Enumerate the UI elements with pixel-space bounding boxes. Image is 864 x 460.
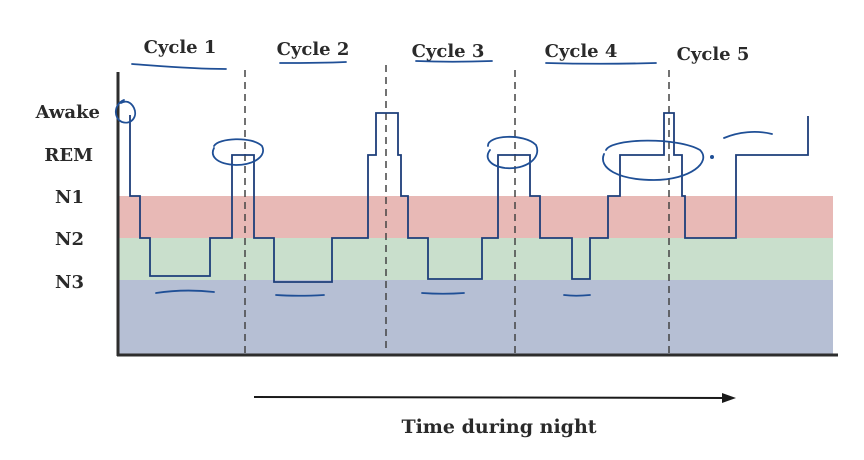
time-arrow-head bbox=[722, 393, 736, 403]
ink-circle-rem-3 bbox=[486, 135, 539, 170]
cycle-label-2: Cycle 2 bbox=[277, 39, 350, 60]
stage-label-awake: Awake bbox=[35, 102, 100, 123]
ink-circle-rem-4 bbox=[602, 139, 705, 181]
ink-dash-n3-2 bbox=[275, 294, 325, 297]
stage-label-n2: N2 bbox=[55, 229, 84, 250]
time-arrow-line bbox=[253, 396, 727, 399]
n1-band bbox=[118, 196, 833, 238]
ink-mark-rem-5 bbox=[723, 131, 773, 139]
stage-label-rem: REM bbox=[44, 145, 93, 166]
stage-label-n3: N3 bbox=[55, 272, 84, 293]
ink-underline-cycle-3 bbox=[415, 60, 493, 63]
n2-band bbox=[118, 238, 833, 280]
cycle-label-5: Cycle 5 bbox=[677, 44, 750, 65]
ink-underline-cycle-4 bbox=[545, 62, 657, 65]
ink-underline-cycle-2 bbox=[279, 61, 347, 64]
cycle-label-3: Cycle 3 bbox=[412, 41, 485, 62]
ink-circle-awake bbox=[114, 99, 136, 124]
cycle-label-4: Cycle 4 bbox=[545, 41, 618, 62]
x-axis-label: Time during night bbox=[401, 416, 596, 438]
ink-annotations bbox=[114, 60, 773, 297]
n3-band bbox=[118, 280, 833, 355]
cycle-label-1: Cycle 1 bbox=[144, 37, 217, 58]
sleep-stage-trace bbox=[129, 112, 809, 283]
stage-label-n1: N1 bbox=[55, 187, 84, 208]
ink-dash-n3-1 bbox=[155, 289, 215, 294]
ink-underline-cycle-1 bbox=[131, 63, 227, 70]
ink-dash-n3-3 bbox=[421, 292, 465, 295]
ink-dot bbox=[710, 155, 714, 159]
ink-dash-n3-4 bbox=[563, 294, 591, 297]
ink-circle-rem-1 bbox=[212, 138, 264, 166]
